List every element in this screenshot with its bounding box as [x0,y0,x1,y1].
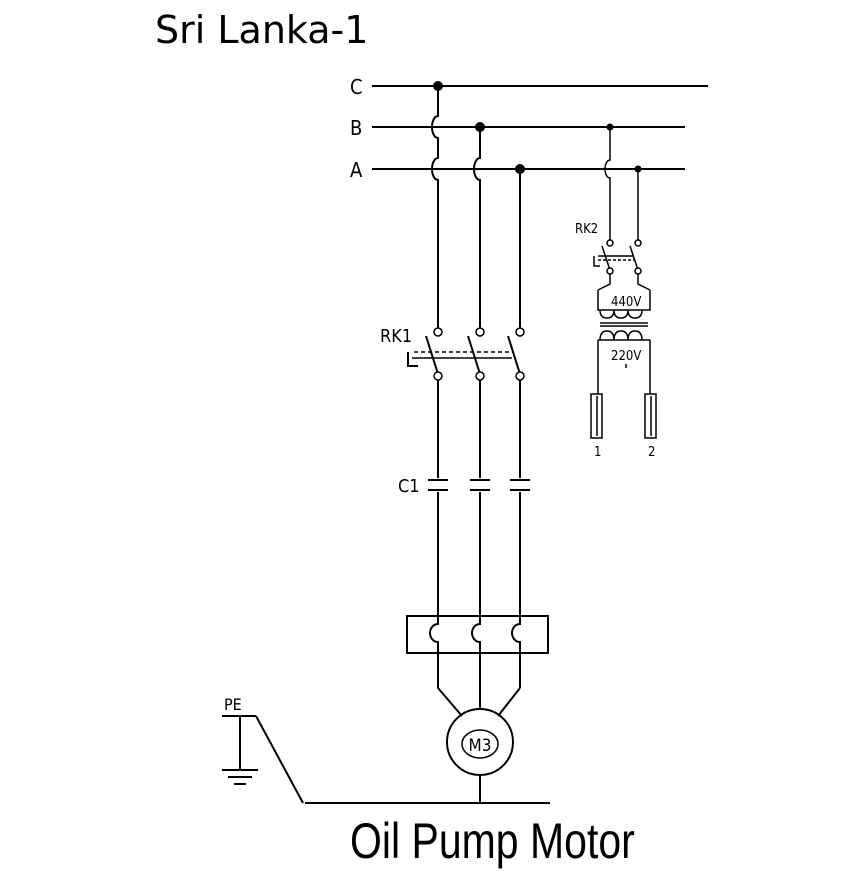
primary-winding [599,309,643,319]
conductors-to-contactor [437,380,521,478]
rk1-switch: RK1 [380,326,525,381]
rk1-label: RK1 [380,326,412,347]
main-feed-conductors [431,81,525,328]
control-branch: RK2 440V 220V 1 2 [575,123,657,460]
terminal [433,327,443,337]
switch-blade [425,335,439,375]
overload-relay [406,615,549,654]
output-terminal-1 [590,393,603,439]
diagram-title: Sri Lanka-1 [155,8,369,52]
transformer-primary [597,290,651,311]
switch-blade [601,245,611,271]
switch-blade [507,335,521,375]
control-conductor-b [604,127,611,240]
motor-connection: M3 [437,653,521,803]
junction-dot [475,122,485,132]
protective-earth: PE [222,695,550,804]
output-label-1: 1 [594,445,601,460]
terminal [515,371,525,381]
c1-contactor: C1 [398,476,530,497]
terminal [634,267,642,275]
switch-blade [629,245,639,271]
phase-c-conductor [431,86,439,328]
bus-label-c: C [350,75,363,99]
junction-dot [433,81,443,91]
rk2-label: RK2 [575,222,598,237]
terminal [475,371,485,381]
bus-label-a: A [350,158,363,182]
diagram-caption: Oil Pump Motor [350,813,635,869]
switch-actuator [593,256,600,267]
terminal [433,371,443,381]
secondary-voltage-label: 220V [611,349,641,364]
pe-label: PE [224,695,242,714]
terminal [606,267,614,275]
motor-label: M3 [469,736,492,756]
secondary-winding [599,330,643,341]
output-label-2: 2 [648,445,655,460]
switch-blade [467,335,481,375]
junction-dot [515,164,525,174]
bus-bars: C B A [350,75,708,182]
output-terminal-2 [644,393,657,439]
bus-label-b: B [350,116,362,140]
motor-inner [461,729,499,759]
phase-b-conductor [473,127,481,328]
terminal [634,239,642,247]
conductors-to-relay [437,492,521,616]
primary-voltage-label: 440V [611,295,641,310]
terminal [475,327,485,337]
c1-label: C1 [398,476,420,497]
terminal [606,239,614,247]
terminal [515,327,525,337]
relay-box [406,615,549,654]
switch-actuator [407,352,418,367]
